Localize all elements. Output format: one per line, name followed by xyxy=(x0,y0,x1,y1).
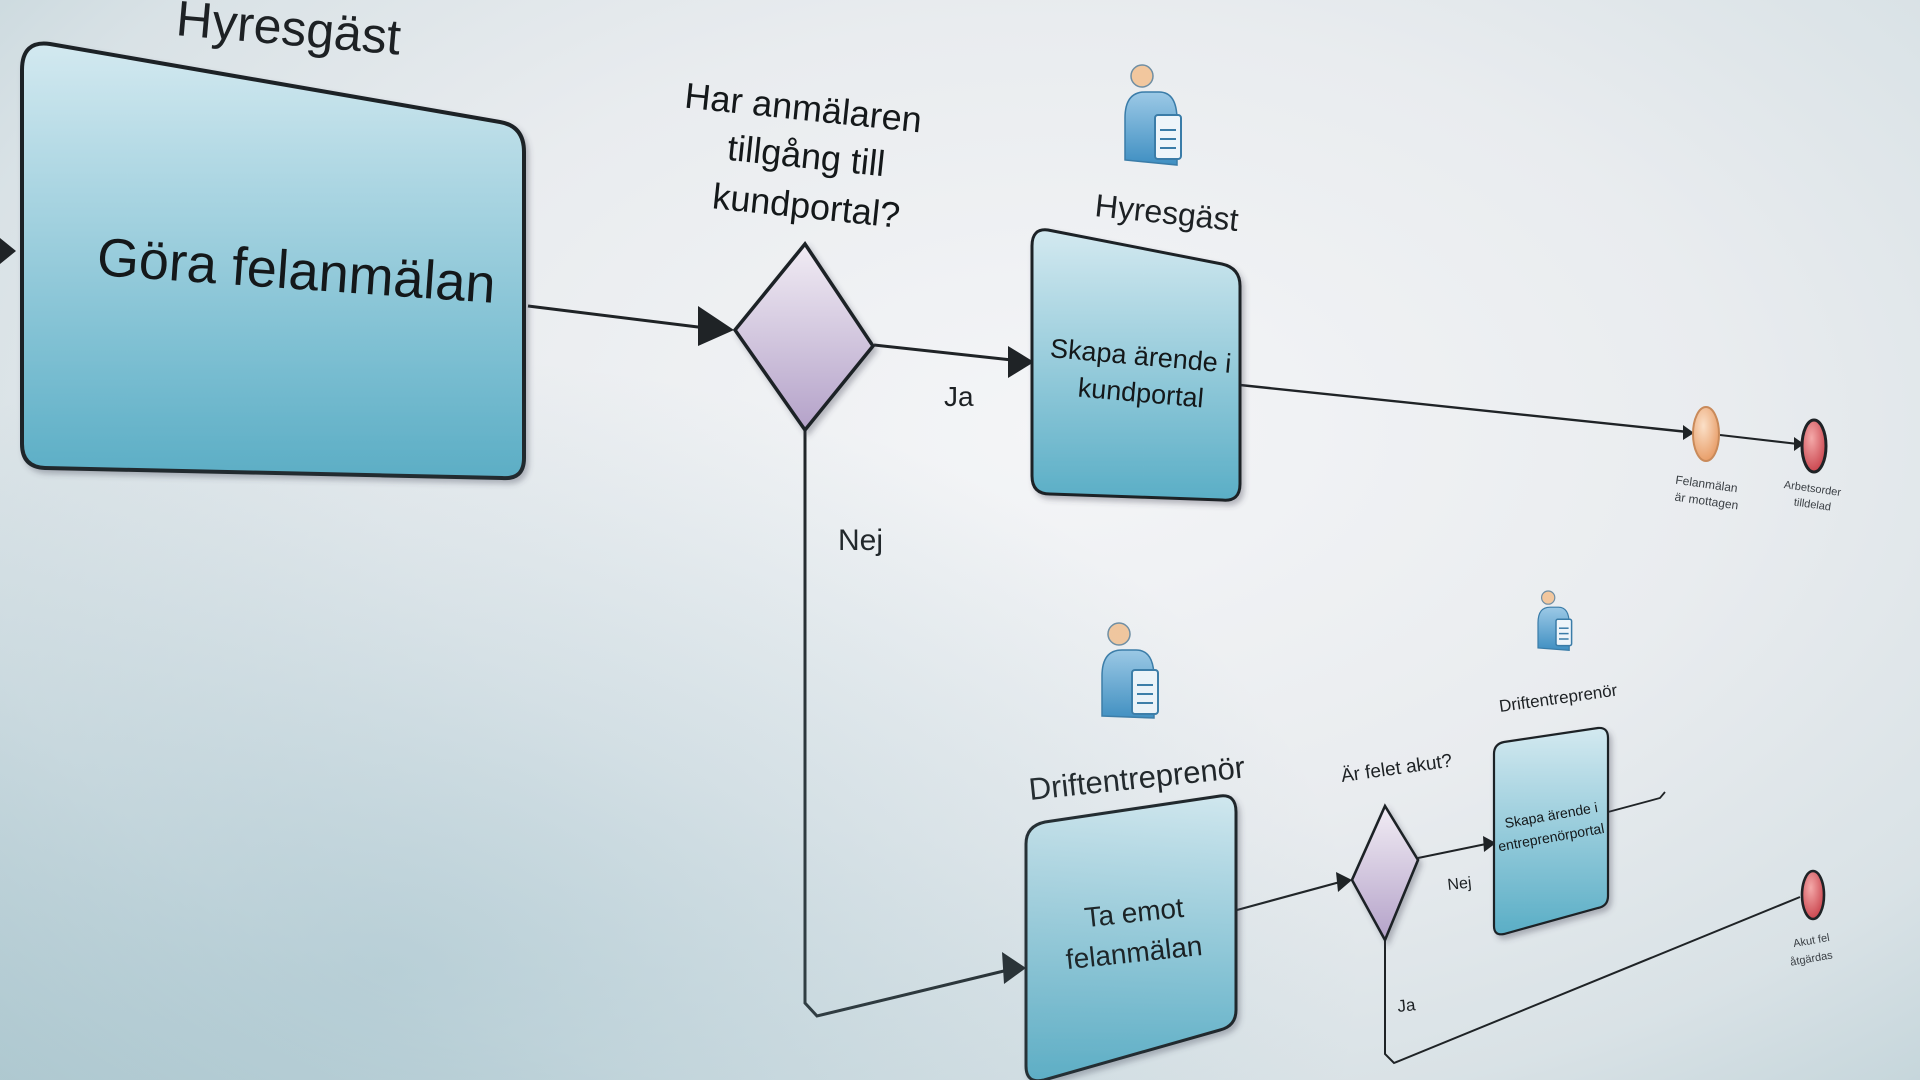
gateway-question-line-3: kundportal? xyxy=(711,175,902,235)
end-event-arbetsorder[interactable] xyxy=(1800,418,1828,474)
flow-kundportal-to-start-event xyxy=(1239,383,1689,434)
task-shape xyxy=(1492,726,1610,936)
flow-gateway-ja-to-kundportal xyxy=(873,343,1013,362)
flow-label-nej-small: Nej xyxy=(1447,875,1473,894)
person-icon xyxy=(1537,590,1573,652)
event-label-arbetsorder: Arbetsorder tilldelad xyxy=(1783,479,1842,513)
flow-ta-emot-to-akut-gateway xyxy=(1236,880,1341,912)
flow-start-to-end-event xyxy=(1719,434,1799,445)
role-label-hyresgast: Hyresgäst xyxy=(1093,187,1240,238)
gateway-question-line-2: tillgång till xyxy=(726,127,888,184)
role-label-driftentreprenor-small: Driftentreprenör xyxy=(1498,681,1619,716)
event-label-line-1: Akut fel xyxy=(1792,932,1830,950)
flow-gateway-nej-to-ta-emot xyxy=(803,430,1009,1018)
arrowhead-into-end-event xyxy=(1794,437,1804,451)
task-skapa-arende-kundportal[interactable] xyxy=(1030,228,1242,502)
gateway-akut[interactable] xyxy=(1350,803,1420,944)
lane-label-hyresgast-top: Hyresgäst xyxy=(174,0,403,66)
gateway-kundportal[interactable] xyxy=(732,241,876,433)
task-ta-emot-felanmalan[interactable] xyxy=(1024,794,1238,1080)
person-icon xyxy=(1101,622,1159,719)
task-gora-felanmalan[interactable] xyxy=(20,41,526,481)
start-event-felanmalan-mottagen[interactable] xyxy=(1692,406,1720,462)
task-shape xyxy=(1024,794,1238,1080)
arrowhead-into-gateway xyxy=(698,306,734,346)
arrowhead-into-akut-gateway xyxy=(1336,872,1352,892)
event-label-line-1: Arbetsorder xyxy=(1783,479,1842,499)
connectors xyxy=(0,249,1801,1065)
person-icon xyxy=(1124,64,1182,166)
flow-akut-nej-to-entreprenor xyxy=(1417,843,1487,859)
end-event-akut[interactable] xyxy=(1800,869,1826,921)
arrowhead-left-edge xyxy=(0,238,16,264)
arrowhead-into-start-event xyxy=(1683,425,1694,440)
gateway-question-label: Har anmälaren tillgång till kundportal? xyxy=(683,75,924,236)
event-label-line-2: åtgärdas xyxy=(1789,949,1834,968)
event-label-line-2: tilldelad xyxy=(1793,496,1832,513)
flow-akut-ja-to-end xyxy=(1384,896,1801,1065)
arrowhead-into-entreprenor xyxy=(1483,836,1496,852)
flow-label-ja-small: Ja xyxy=(1396,995,1416,1016)
arrowheads xyxy=(0,238,1804,984)
event-label-akut: Akut fel åtgärdas xyxy=(1789,932,1834,969)
flow-label-nej-main: Nej xyxy=(838,524,883,557)
task-shape xyxy=(20,41,526,481)
flow-task1-to-gateway xyxy=(527,304,707,330)
gateway-akut-label: Är felet akut? xyxy=(1340,751,1454,787)
gateway-question-line-1: Har anmälaren xyxy=(683,75,924,141)
flow-entreprenor-out xyxy=(1607,791,1666,813)
flow-label-ja-top: Ja xyxy=(944,381,974,412)
arrowhead-into-ta-emot xyxy=(1002,952,1026,984)
task-shape xyxy=(1030,228,1242,502)
task-skapa-arende-entreprenorportal[interactable] xyxy=(1492,726,1610,936)
event-label-felanmalan-mottagen: Felanmälan är mottagen xyxy=(1674,473,1739,513)
arrowhead-into-kundportal xyxy=(1008,346,1034,378)
